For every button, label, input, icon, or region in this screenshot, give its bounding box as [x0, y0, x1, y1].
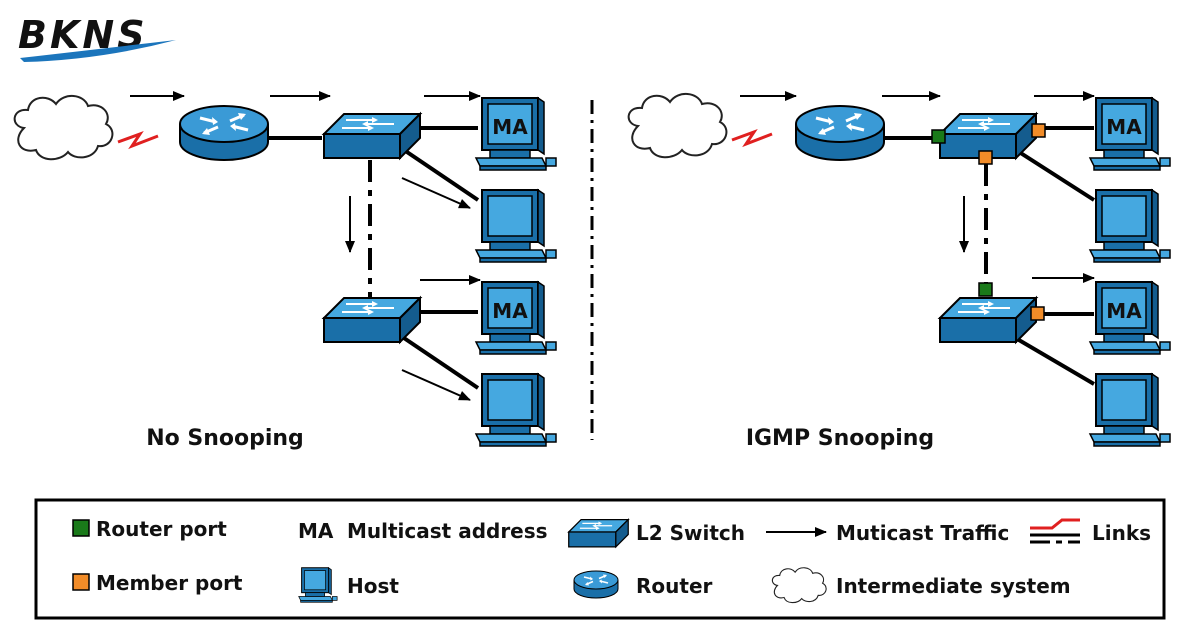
legend-router: Router [636, 574, 713, 598]
legend-l2-switch: L2 Switch [636, 521, 745, 545]
wan-link [116, 132, 160, 148]
ma-tag: MA [1106, 299, 1142, 323]
panel-igmp-snooping: MA MA IGMP Snooping [627, 91, 1171, 451]
ma-tag: MA [1106, 115, 1142, 139]
intermediate-system-cloud [13, 94, 114, 161]
legend-multicast-traffic: Muticast Traffic [836, 521, 1009, 545]
brand-logo: BKNS [18, 13, 176, 62]
legend: Router port Member port MA Multicast add… [34, 498, 1166, 620]
ma-tag: MA [492, 299, 528, 323]
panel-no-snooping: MA MA No Snooping [13, 91, 557, 451]
member-port-marker [1031, 123, 1046, 138]
host-icon [1089, 373, 1171, 447]
legend-router-port: Router port [96, 517, 227, 541]
panel-caption: No Snooping [146, 426, 304, 451]
link-to-host [1010, 334, 1096, 386]
member-port-swatch [72, 573, 90, 591]
legend-intermediate-system: Intermediate system [836, 574, 1071, 598]
legend-member-port: Member port [96, 571, 243, 595]
router-port-marker [931, 129, 946, 144]
l2-switch-icon [323, 113, 421, 159]
host-icon [1089, 189, 1171, 263]
legend-router-icon [573, 570, 619, 599]
link-to-host [1014, 148, 1096, 202]
legend-switch-icon [568, 518, 629, 548]
multicast-arrow [401, 369, 471, 401]
logo-swoosh [20, 40, 176, 62]
multicast-arrows [130, 91, 481, 401]
wan-link [730, 130, 774, 146]
legend-ma-abbr: MA [298, 519, 334, 543]
router-port-swatch [72, 519, 90, 537]
intermediate-system-cloud [627, 92, 728, 159]
router-icon [794, 104, 886, 162]
l2-switch-icon [323, 297, 421, 343]
link-to-host [396, 332, 480, 390]
legend-links-icon [1030, 518, 1080, 544]
host-icon [475, 373, 557, 447]
member-port-marker [1030, 306, 1045, 321]
panel-caption: IGMP Snooping [746, 426, 934, 451]
multicast-arrows [740, 91, 1095, 283]
member-port-marker [978, 150, 993, 165]
host-icon [475, 189, 557, 263]
legend-host: Host [347, 574, 399, 598]
router-port-marker [978, 282, 993, 297]
legend-links: Links [1092, 521, 1151, 545]
ma-tag: MA [492, 115, 528, 139]
multicast-arrow [401, 177, 471, 209]
router-icon [178, 104, 270, 162]
legend-multicast-address: Multicast address [347, 519, 548, 543]
l2-switch-icon [939, 297, 1037, 343]
link-to-host [402, 148, 480, 202]
